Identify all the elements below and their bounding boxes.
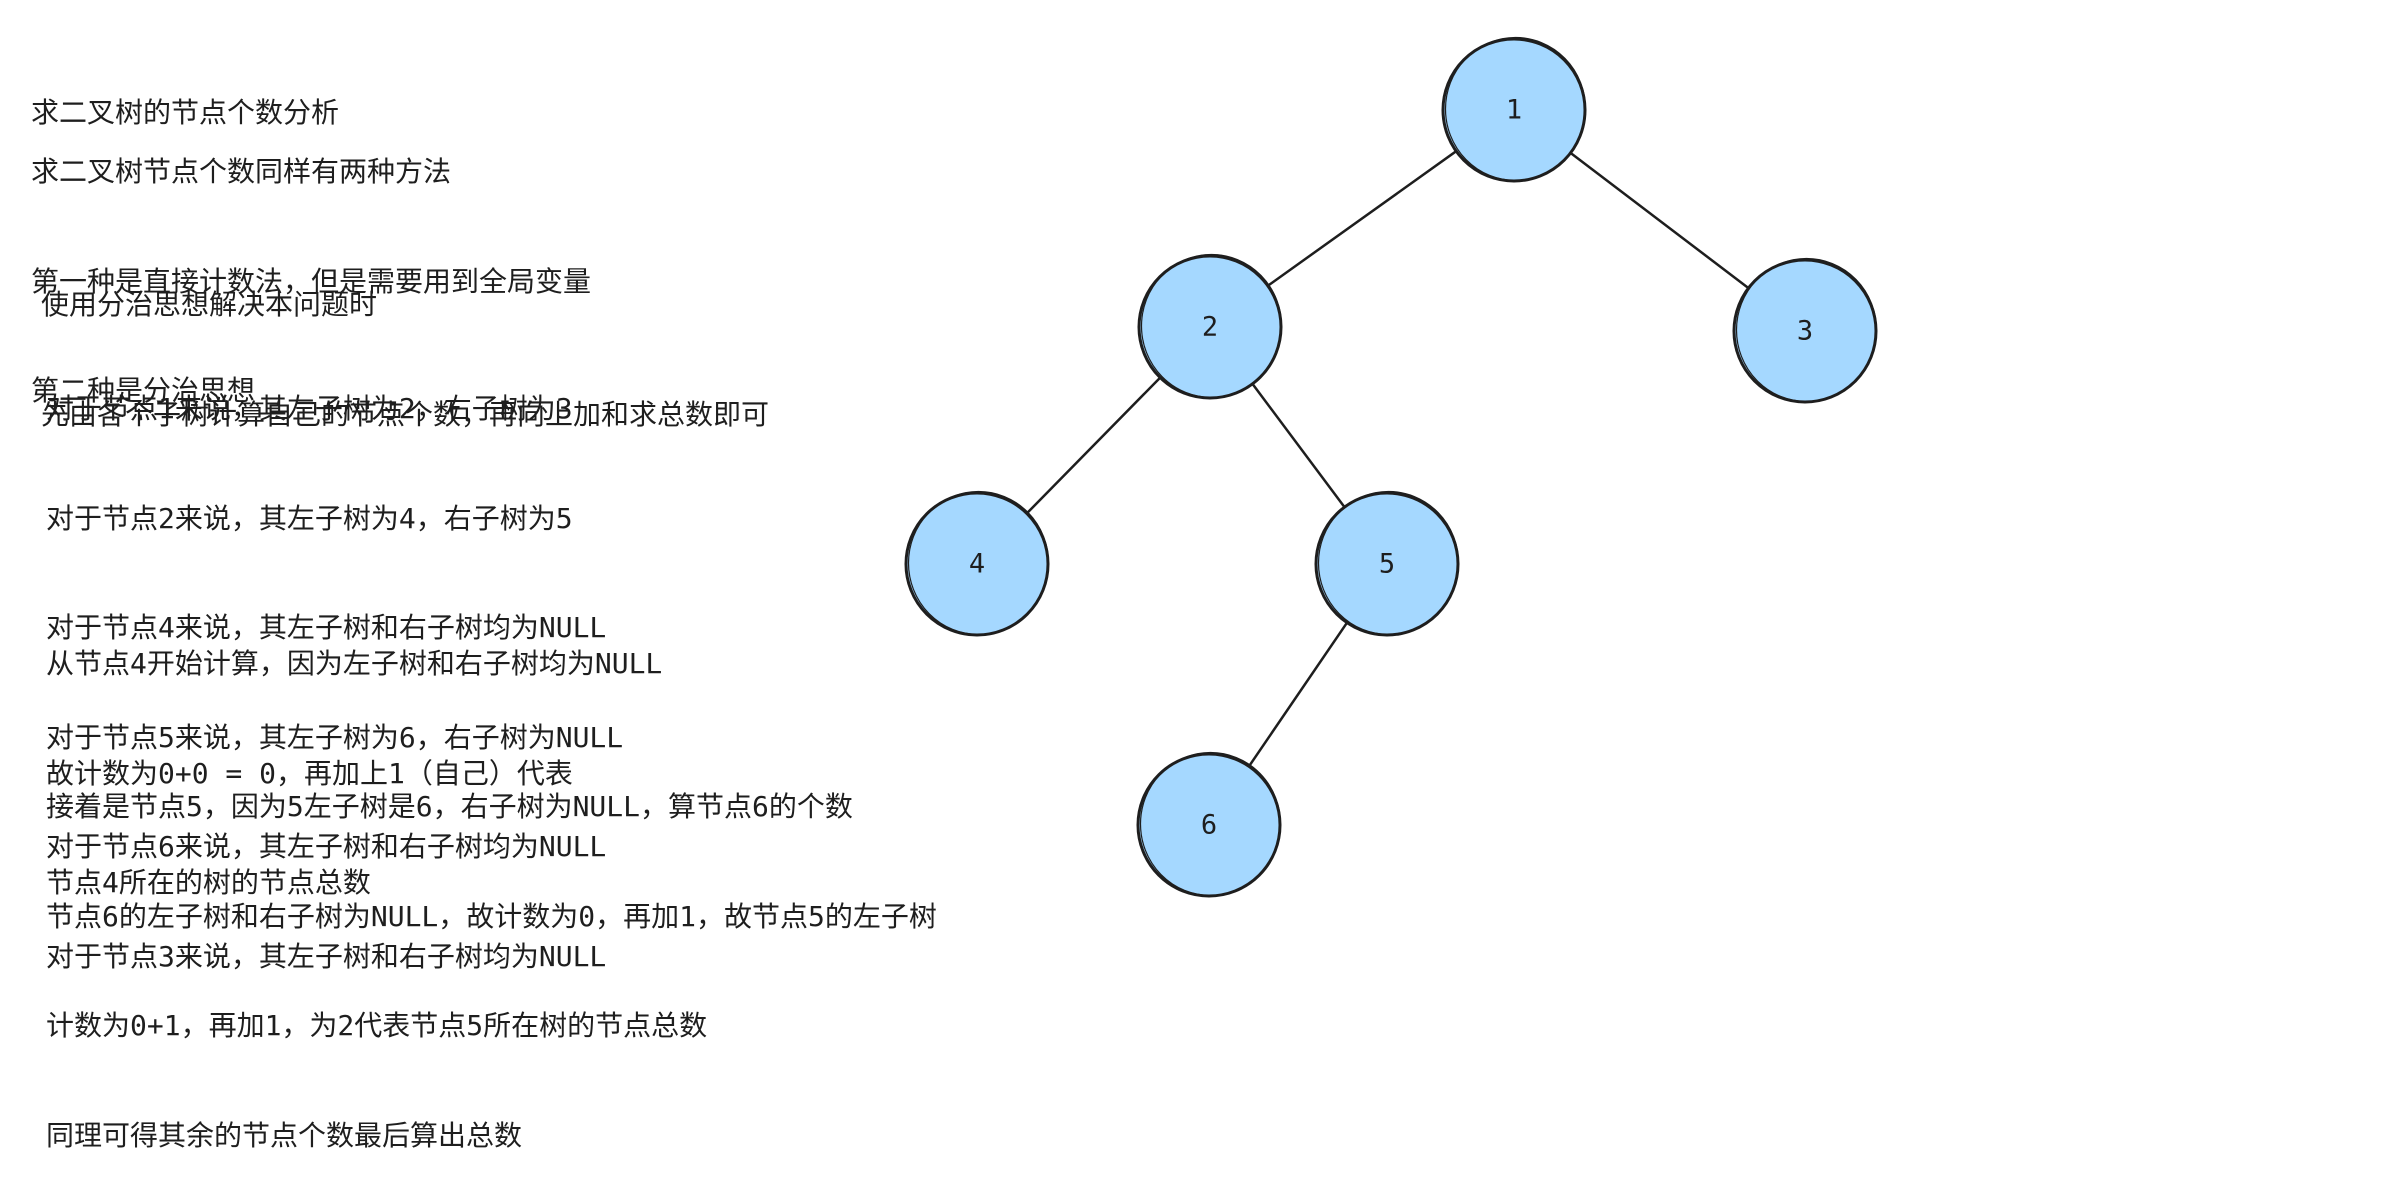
intro-line: 第一种是直接计数法，但是需要用到全局变量 [31, 264, 592, 298]
children-info-line: 对于节点5来说，其左子树为6，右子树为NULL [46, 720, 624, 754]
tree-node-label: 5 [1379, 549, 1395, 580]
tree-node-label: 6 [1201, 810, 1217, 841]
tree-edge-1-2 [1266, 149, 1458, 288]
tree-node-label: 3 [1797, 316, 1813, 347]
intro-line: 求二叉树节点个数同样有两种方法 [31, 155, 452, 188]
tree-node-1: 1 [1441, 36, 1587, 183]
intro-line: 第二种是分治思想 [31, 374, 256, 407]
tree-node-label: 4 [969, 549, 985, 580]
tree-node-6: 6 [1136, 751, 1282, 898]
divide-conquer-line: 使用分治思想解决本问题时 [41, 288, 378, 321]
tree-edge-2-5 [1251, 382, 1346, 509]
divide-conquer-line: 先由各个子树计算自己的节点个数，再向上加和求总数即可 [41, 397, 770, 431]
tree-node-5: 5 [1314, 490, 1460, 637]
tree-node-outline [1317, 490, 1460, 636]
tree-node-outline [907, 490, 1050, 636]
divide-conquer-paragraph: 使用分治思想解决本问题时 先由各个子树计算自己的节点个数，再向上加和求总数即可 [41, 214, 769, 470]
tree-edge-5-6 [1247, 621, 1349, 768]
tree-node-outline [1139, 751, 1282, 897]
tree-node-4: 4 [904, 490, 1050, 637]
tree-node-label: 2 [1202, 312, 1218, 343]
children-info-line: 对于节点6来说，其左子树和右子树均为NULL [46, 830, 607, 863]
tree-edge-1-3 [1569, 151, 1750, 290]
step-node4-line: 节点4所在的树的节点总数 [46, 866, 371, 899]
intro-paragraph: 求二叉树节点个数同样有两种方法 第一种是直接计数法，但是需要用到全局变量 第二种… [31, 81, 591, 446]
step-node5-line: 接着是节点5，因为5左子树是6，右子树为NULL，算节点6的个数 [46, 790, 853, 823]
step-node5-line: 计数为0+1，再加1，为2代表节点5所在树的节点总数 [46, 1009, 708, 1042]
tree-nodes: 1 2 3 4 5 6 [904, 36, 1878, 898]
children-info-line: 对于节点1来说，其左子树为2，右子树为3 [46, 392, 573, 425]
tree-node-outline [1140, 253, 1283, 399]
step-node4-line: 故计数为0+0 = 0，再加上1（自己）代表 [46, 756, 573, 790]
tree-edges [1025, 149, 1750, 768]
tree-node-2: 2 [1137, 253, 1283, 400]
tree-node-3: 3 [1732, 257, 1878, 404]
tree-node-label: 1 [1506, 95, 1522, 126]
children-info-line: 对于节点4来说，其左子树和右子树均为NULL [46, 611, 607, 644]
tree-node-outline [1735, 257, 1878, 403]
step-node5-line: 同理可得其余的节点个数最后算出总数 [46, 1118, 523, 1152]
step-node4-paragraph: 从节点4开始计算，因为左子树和右子树均为NULL 故计数为0+0 = 0，再加上… [46, 573, 662, 938]
diagram-title: 求二叉树的节点个数分析 [31, 96, 340, 129]
tree-node-outline [1444, 36, 1587, 182]
children-info-line: 对于节点2来说，其左子树为4，右子树为5 [46, 501, 573, 535]
step-node4-line: 从节点4开始计算，因为左子树和右子树均为NULL [46, 647, 663, 680]
tree-edge-2-4 [1025, 376, 1162, 515]
binary-tree-diagram: 1 2 3 4 5 6 [904, 36, 1878, 898]
